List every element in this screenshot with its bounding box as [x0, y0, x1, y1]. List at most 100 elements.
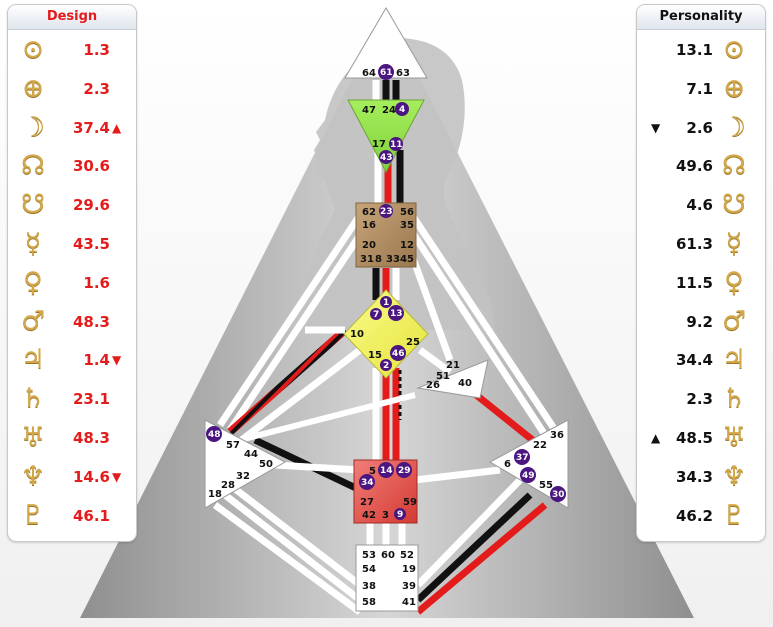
gate-36: 36 — [550, 430, 564, 441]
personality-panel: Personality ⊙13.1⊕7.1☽ 2.6 ▼ ☊49.6 ☋ 4.6 ☿61.3… — [636, 4, 766, 542]
south-node-icon: ☋ — [722, 189, 746, 221]
design-gate-value: 2.3 — [83, 79, 110, 98]
gate-17: 17 — [372, 139, 386, 150]
gate-46-marker — [390, 345, 406, 361]
earth-icon: ⊕ — [722, 72, 746, 104]
channels — [212, 80, 558, 615]
gate-29-marker — [396, 462, 412, 478]
arrow-up-icon: ▲ — [112, 120, 122, 135]
sun-icon: ⊙ — [722, 34, 746, 65]
gate-21: 21 — [446, 360, 460, 371]
gate-37-marker — [514, 449, 530, 465]
gate-30-marker — [550, 486, 566, 502]
gate-56: 56 — [400, 207, 414, 218]
gate-34: 34 — [361, 478, 374, 488]
gate-47: 47 — [362, 105, 376, 116]
uranus-icon: ♅ — [721, 422, 747, 453]
gate-26: 26 — [426, 380, 440, 391]
personality-gate-value: 46.2 — [675, 506, 713, 525]
personality-row: ⊙13.1 — [637, 31, 765, 69]
gate-54: 54 — [362, 564, 376, 575]
arrow-up-icon: ▲ — [651, 431, 661, 445]
design-row: ☽ 37.4▲ — [8, 109, 136, 147]
personality-gate-value: 4.6 — [686, 196, 713, 215]
design-row: ♅ 48.3 — [8, 419, 136, 457]
gate-2: 2 — [383, 361, 389, 371]
gate-33: 33 — [386, 254, 400, 265]
gate-61: 61 — [380, 68, 393, 78]
gate-3: 3 — [382, 510, 389, 521]
gate-53: 53 — [362, 550, 376, 561]
moon-icon: ☽ — [721, 111, 747, 143]
gate-31: 31 — [360, 254, 374, 265]
personality-row: ☋ 4.6 — [637, 186, 765, 224]
design-gate-value: 1.4 — [83, 351, 110, 370]
gate-12: 12 — [400, 240, 414, 251]
gate-57: 57 — [226, 440, 240, 451]
g-center — [343, 289, 429, 379]
gate-1: 1 — [383, 298, 389, 308]
gate-48-marker — [206, 426, 222, 442]
gate-43: 43 — [380, 153, 393, 163]
personality-row: ☿61.3 — [637, 225, 765, 263]
gate-32: 32 — [236, 471, 250, 482]
personality-row: ♄ 2.3 — [637, 380, 765, 418]
gate-42: 42 — [362, 510, 376, 521]
moon-icon: ☽ — [20, 111, 46, 143]
personality-row: ☊49.6 — [637, 147, 765, 185]
sun-icon: ⊙ — [21, 34, 45, 65]
gate-29: 29 — [398, 466, 411, 476]
personality-gate-value: 34.3 — [675, 467, 713, 486]
design-gate-value: 30.6 — [72, 157, 110, 176]
gate-13: 13 — [390, 309, 403, 319]
design-gate-value: 43.5 — [72, 235, 110, 253]
design-gate-value: 37.4 — [72, 118, 110, 137]
uranus-icon: ♅ — [20, 422, 46, 453]
gate-23: 23 — [380, 207, 393, 217]
personality-gate-value: 11.5 — [675, 273, 713, 292]
gate-51: 51 — [436, 371, 450, 382]
design-row: ☋29.6 — [8, 186, 136, 224]
personality-title: Personality — [637, 5, 765, 30]
arrow-down-icon: ▼ — [112, 469, 122, 484]
personality-row: ⊕7.1 — [637, 70, 765, 108]
gate-1-marker — [380, 296, 392, 308]
saturn-icon: ♄ — [721, 383, 747, 415]
gate-19: 19 — [402, 564, 416, 575]
heart-center — [416, 359, 489, 399]
design-row: ♆14.6▼ — [8, 458, 136, 496]
design-gate-value: 14.6 — [72, 467, 110, 486]
gate-22: 22 — [533, 440, 547, 451]
gate-50: 50 — [259, 459, 273, 470]
gate-23-marker — [379, 204, 393, 218]
design-row: ♂48.3 — [8, 303, 136, 341]
gate-39: 39 — [402, 581, 416, 592]
personality-gate-value: 2.3 — [686, 390, 713, 409]
personality-row: ♇ 46.2 — [637, 497, 765, 535]
arrow-down-icon: ▼ — [112, 353, 122, 368]
design-panel: Design ⊙1.3⊕2.3☽37.4▲☊30.6☋29.6☿43.5♀1.6… — [7, 4, 137, 542]
gate-52: 52 — [400, 550, 414, 561]
gate-9-marker — [394, 508, 406, 520]
gate-61-marker — [378, 64, 394, 80]
personality-gate-value: 2.6 — [686, 118, 713, 137]
gate-64: 64 — [362, 68, 376, 79]
pluto-icon: ♇ — [721, 499, 747, 531]
personality-gate-value: 34.4 — [675, 351, 713, 370]
personality-row: ♆34.3 — [637, 458, 765, 496]
gate-16: 16 — [362, 220, 376, 231]
gate-46: 46 — [392, 349, 405, 359]
arrow-down-icon: ▼ — [651, 120, 661, 135]
gate-62: 62 — [362, 207, 376, 218]
gate-48: 48 — [208, 430, 221, 440]
pluto-icon: ♇ — [20, 499, 46, 531]
mercury-icon: ☿ — [24, 228, 42, 259]
design-gate-value: 48.3 — [72, 429, 110, 447]
design-gate-value: 23.1 — [72, 390, 110, 409]
gate-10: 10 — [350, 329, 364, 340]
gate-labels: 64 61 63 47 24 4 17 11 43 62 23 56 16 35… — [206, 64, 566, 608]
mars-icon: ♂ — [721, 305, 747, 337]
jupiter-icon: ♃ — [20, 344, 46, 376]
gate-15: 15 — [368, 350, 382, 361]
personality-gate-value: 48.5 — [675, 429, 713, 447]
